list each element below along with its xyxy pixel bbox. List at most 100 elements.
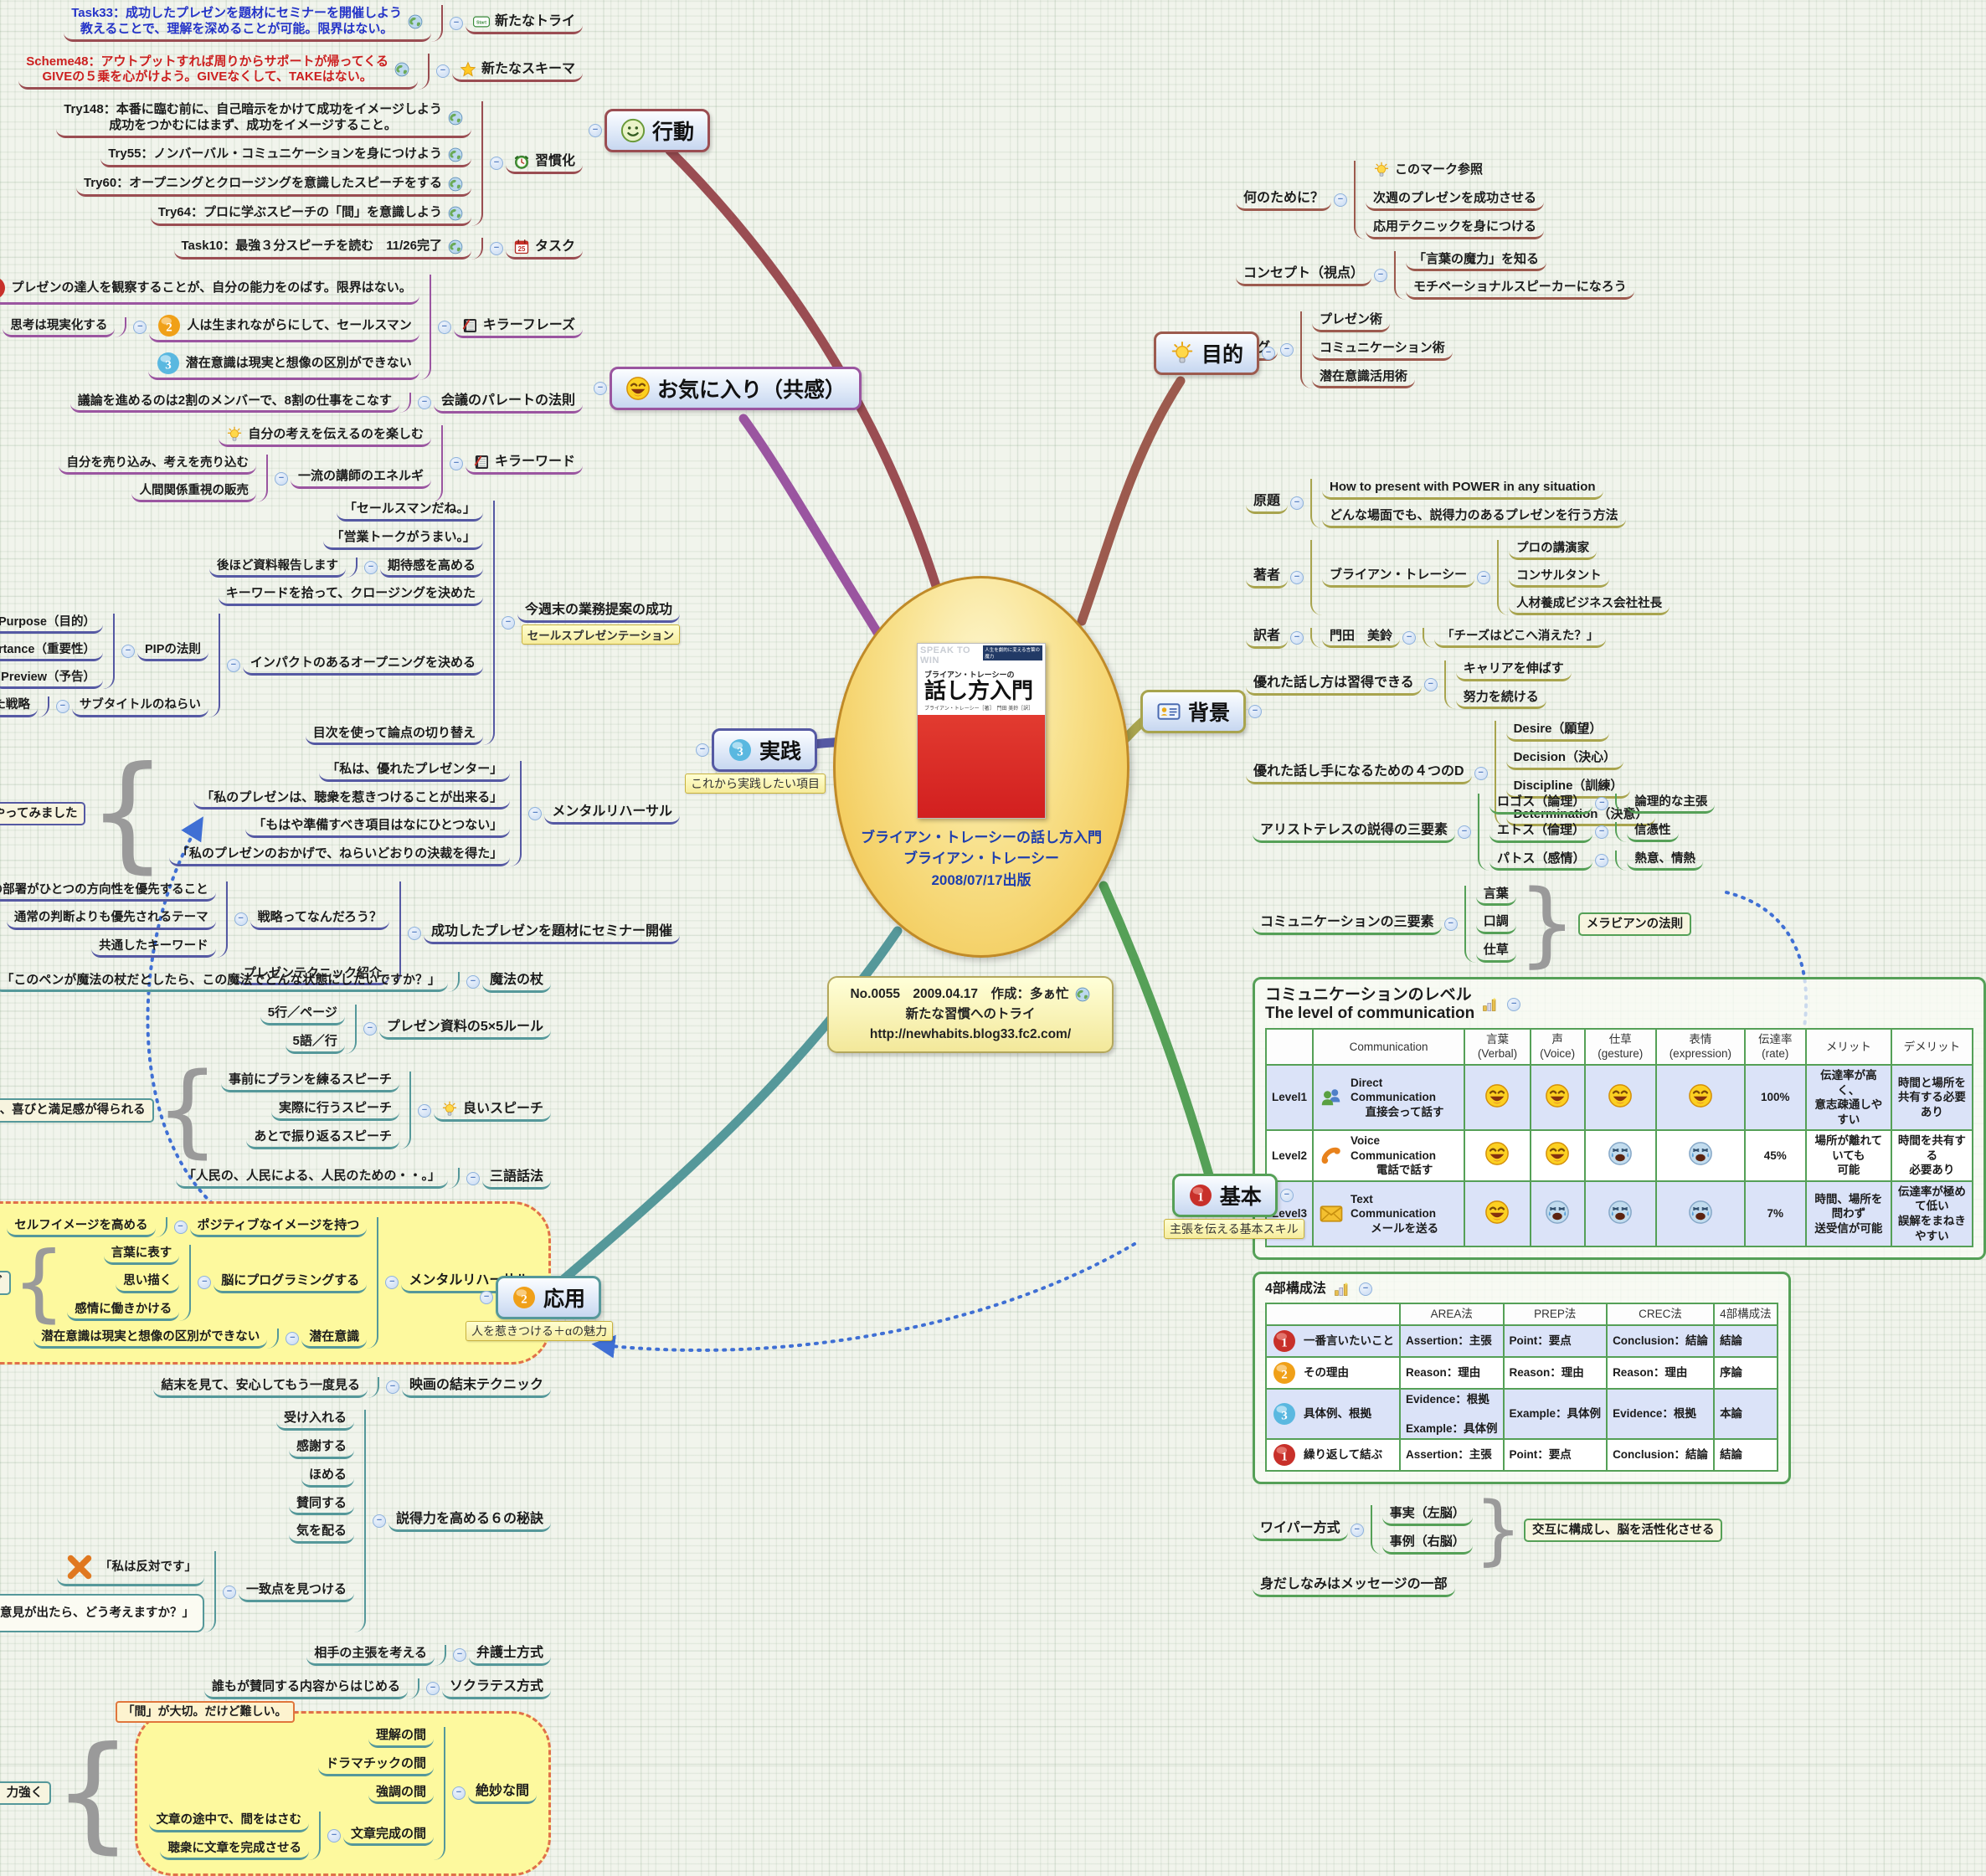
- collapse-icon[interactable]: −: [1423, 678, 1438, 692]
- mindmap-node[interactable]: 「人民の、人民による、人民のための・・。」: [175, 1168, 448, 1189]
- mindmap-node[interactable]: 戦略ってなんだろう？: [250, 909, 389, 930]
- collapse-icon[interactable]: −: [407, 927, 421, 941]
- collapse-icon[interactable]: −: [363, 1022, 377, 1036]
- mindmap-node[interactable]: あとで振り返るスピーチ: [246, 1128, 399, 1149]
- mindmap-node[interactable]: 理解の間: [368, 1727, 434, 1748]
- collapse-icon[interactable]: −: [501, 616, 515, 630]
- mindmap-node[interactable]: 潜在意識は現実と想像の区別ができない: [33, 1329, 268, 1349]
- collapse-icon[interactable]: −: [1279, 1189, 1294, 1202]
- collapse-icon[interactable]: −: [417, 396, 431, 409]
- mindmap-node[interactable]: 次週のプレゼンを成功させる: [1366, 190, 1545, 211]
- mindmap-node[interactable]: 1プレゼンの達人を観察することが、自分の能力をのばす。限界はない。: [0, 275, 419, 305]
- mindmap-node[interactable]: コミュニケーションの三要素: [1253, 913, 1442, 935]
- mindmap-node[interactable]: 3部署が一丸となった戦略: [0, 696, 38, 717]
- collapse-icon[interactable]: −: [695, 743, 709, 757]
- mindmap-node[interactable]: Try55：ノンバーバル・コミュニケーションを身につけよう: [100, 146, 471, 167]
- mindmap-node[interactable]: 人間関係重視の販売: [131, 482, 256, 503]
- collapse-icon[interactable]: −: [327, 1829, 341, 1843]
- collapse-icon[interactable]: −: [594, 382, 607, 395]
- mindmap-node[interactable]: 結末を見て、安心してもう一度見る: [153, 1377, 368, 1398]
- collapse-icon[interactable]: −: [1290, 496, 1304, 511]
- mindmap-node[interactable]: Preview（予告）: [0, 669, 103, 690]
- mindmap-node[interactable]: 聴衆に文章を完成させる: [160, 1840, 309, 1860]
- mindmap-node[interactable]: ブライアン・トレーシー: [1322, 567, 1475, 588]
- mindmap-node[interactable]: 感情に働きかける: [67, 1301, 180, 1321]
- mindmap-node[interactable]: 優れた話し方は習得できる: [1246, 674, 1422, 696]
- mindmap-node[interactable]: 強調の間: [368, 1784, 434, 1805]
- mindmap-node[interactable]: 思考は現実化する: [3, 317, 116, 338]
- mindmap-node[interactable]: このマーク参照: [1366, 161, 1490, 182]
- mindmap-node[interactable]: 人材養成ビジネス会社社長: [1509, 595, 1670, 615]
- mindmap-node[interactable]: Try148：本番に臨む前に、自己暗示をかけて成功をイメージしよう成功をつかむに…: [56, 101, 471, 138]
- mindmap-node[interactable]: 「セールスマンだね。」: [336, 501, 483, 522]
- mindmap-node[interactable]: 5語／行: [285, 1033, 345, 1054]
- mindmap-node[interactable]: 相手の主張を考える: [306, 1645, 435, 1666]
- collapse-icon[interactable]: −: [385, 1276, 399, 1290]
- mindmap-node[interactable]: 目次を使って論点の切り替え: [305, 725, 483, 746]
- collapse-icon[interactable]: −: [1477, 570, 1491, 584]
- mindmap-node[interactable]: 仕草: [1475, 942, 1516, 963]
- mindmap-node[interactable]: コンセプト（視点）: [1236, 265, 1372, 286]
- mindmap-node[interactable]: 潜在意識活用術: [1312, 368, 1416, 389]
- mindmap-node[interactable]: キラーワード: [465, 453, 583, 475]
- collapse-icon[interactable]: −: [452, 1648, 466, 1663]
- mindmap-node[interactable]: 訳者: [1246, 627, 1289, 649]
- collapse-icon[interactable]: −: [1595, 797, 1609, 811]
- collapse-icon[interactable]: −: [1280, 343, 1294, 357]
- mindmap-node[interactable]: Try64：プロに学ぶスピーチの「間」を意識しよう: [150, 204, 471, 226]
- collapse-icon[interactable]: −: [589, 124, 602, 137]
- collapse-icon[interactable]: −: [1262, 347, 1276, 360]
- mindmap-node[interactable]: 自分を売り込み、考えを売り込む: [59, 455, 256, 475]
- mindmap-node[interactable]: 「もはや準備すべき項目はなにひとつない」: [245, 817, 511, 838]
- collapse-icon[interactable]: −: [1290, 570, 1304, 584]
- mindmap-node[interactable]: Desire（願望）: [1505, 721, 1610, 743]
- mindmap-node[interactable]: PIPの法則: [137, 641, 208, 662]
- mindmap-node[interactable]: 潜在意識: [301, 1329, 368, 1349]
- collapse-icon[interactable]: −: [1290, 630, 1304, 645]
- collapse-icon[interactable]: −: [425, 1682, 440, 1696]
- collapse-icon[interactable]: −: [1458, 825, 1472, 840]
- collapse-icon[interactable]: −: [435, 64, 450, 79]
- mindmap-node[interactable]: インパクトのあるオープニングを決める: [242, 655, 483, 676]
- mindmap-node[interactable]: 脳にプログラミングする: [214, 1272, 368, 1293]
- mindmap-node[interactable]: 信憑性: [1627, 822, 1679, 843]
- collapse-icon[interactable]: −: [121, 645, 135, 659]
- collapse-icon[interactable]: −: [1248, 705, 1263, 718]
- mindmap-node[interactable]: キャリアを伸ばす: [1455, 660, 1572, 681]
- mindmap-node[interactable]: 文章完成の間: [342, 1826, 434, 1847]
- mindmap-node[interactable]: 「このペンが魔法の杖だとしたら、この魔法でどんな状態にしたいですか？」: [0, 972, 448, 993]
- collapse-icon[interactable]: −: [1334, 193, 1348, 207]
- collapse-icon[interactable]: −: [1507, 998, 1521, 1012]
- mindmap-node[interactable]: 映画の結末テクニック: [401, 1376, 551, 1399]
- mindmap-node[interactable]: 誰もが賛同する内容からはじめる: [203, 1678, 408, 1699]
- collapse-icon[interactable]: −: [528, 806, 543, 820]
- mindmap-node[interactable]: 弁護士方式: [468, 1644, 551, 1667]
- mindmap-node[interactable]: 原題: [1246, 492, 1289, 515]
- mindmap-node[interactable]: 著者: [1246, 567, 1289, 588]
- mindmap-node[interactable]: メンタルリハーサル: [544, 803, 680, 825]
- mindmap-node[interactable]: 期待感を高める: [379, 558, 483, 578]
- mindmap-node[interactable]: How to present with POWER in any situati…: [1322, 479, 1603, 500]
- collapse-icon[interactable]: −: [1350, 1523, 1364, 1537]
- mindmap-node[interactable]: 一致点を見つける: [238, 1581, 354, 1602]
- collapse-icon[interactable]: −: [372, 1514, 386, 1529]
- mindmap-node[interactable]: ワイパー方式: [1253, 1519, 1348, 1541]
- collapse-icon[interactable]: −: [1595, 853, 1609, 867]
- mindmap-node[interactable]: 実際に行うスピーチ: [270, 1100, 399, 1121]
- mindmap-node[interactable]: モチベーショナルスピーカーになろう: [1406, 279, 1634, 300]
- mindmap-node[interactable]: 3つが同じ時、喜びと満足感が得られる: [0, 1098, 154, 1123]
- mindmap-node[interactable]: 共通したキーワード: [91, 938, 216, 958]
- collapse-icon[interactable]: −: [226, 658, 240, 672]
- mindmap-node[interactable]: 後ほど資料報告します: [208, 558, 346, 578]
- mindmap-node[interactable]: 会議のパレートの法則: [433, 392, 583, 414]
- mindmap-node[interactable]: Discipline（訓練）: [1505, 778, 1631, 799]
- mindmap-node[interactable]: 三語話法: [481, 1168, 551, 1190]
- collapse-icon[interactable]: −: [198, 1276, 212, 1290]
- mindmap-node[interactable]: 熱意、情熱: [1627, 851, 1703, 871]
